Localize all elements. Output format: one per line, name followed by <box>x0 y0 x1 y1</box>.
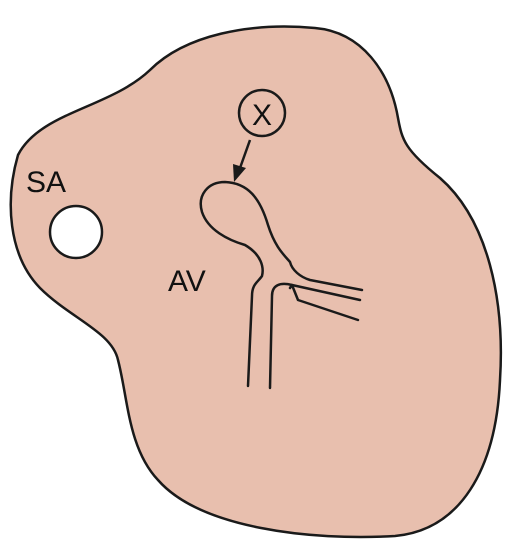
sa-label: SA <box>26 166 66 199</box>
sa-node <box>50 206 102 258</box>
marker-label: X <box>252 99 272 132</box>
av-label: AV <box>168 265 206 298</box>
